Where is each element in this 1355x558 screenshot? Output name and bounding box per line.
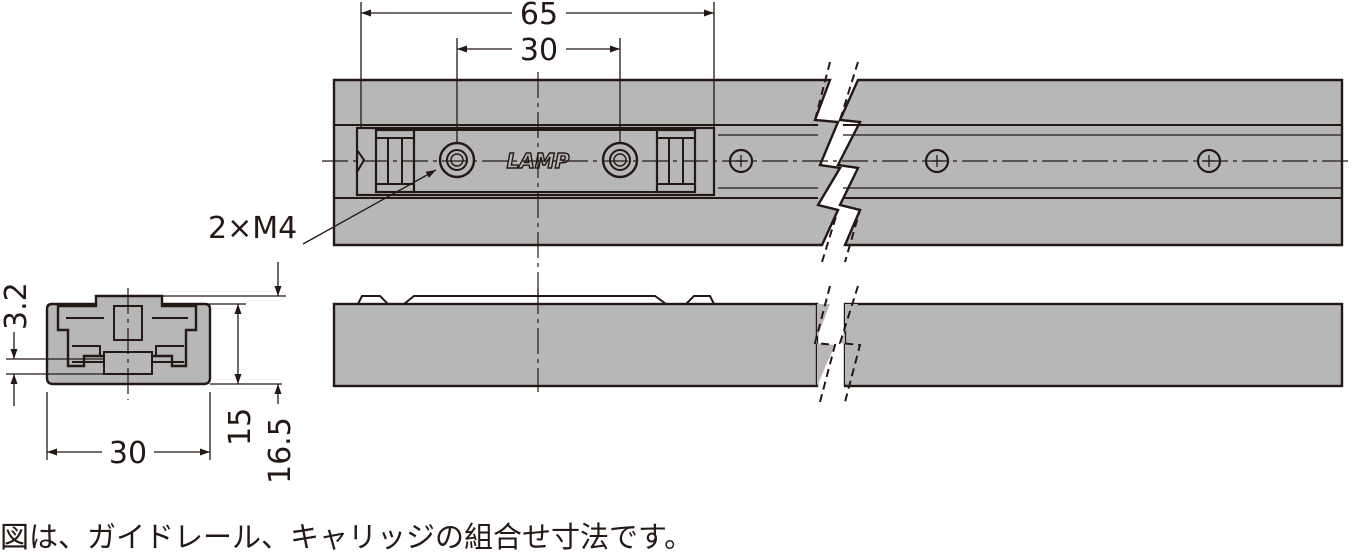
svg-text:30: 30 [520, 33, 558, 68]
m4-hole-left [438, 141, 476, 179]
dim-carriage-length: 65 [360, 0, 715, 128]
svg-text:65: 65 [520, 0, 558, 32]
figure-caption: 図は、ガイドレール、キャリッジの組合せ寸法です。 [0, 520, 694, 554]
cross-section [45, 288, 212, 400]
dim-rail-thickness: 3.2 [0, 282, 104, 406]
dim-total-height: 16.5 [162, 262, 298, 484]
dim-rail-height: 15 [162, 303, 282, 446]
technical-drawing: LAMP 65 30 [0, 0, 1352, 484]
svg-text:30: 30 [109, 436, 147, 471]
dim-thread-callout: 2×M4 [208, 169, 437, 246]
m4-hole-right [601, 141, 639, 179]
svg-text:2×M4: 2×M4 [208, 211, 297, 246]
side-view [332, 285, 1344, 403]
svg-text:15: 15 [223, 408, 258, 446]
dim-hole-pitch: 30 [456, 33, 621, 143]
dim-section-width: 30 [46, 392, 211, 471]
svg-text:16.5: 16.5 [263, 417, 298, 484]
svg-text:3.2: 3.2 [0, 282, 34, 330]
